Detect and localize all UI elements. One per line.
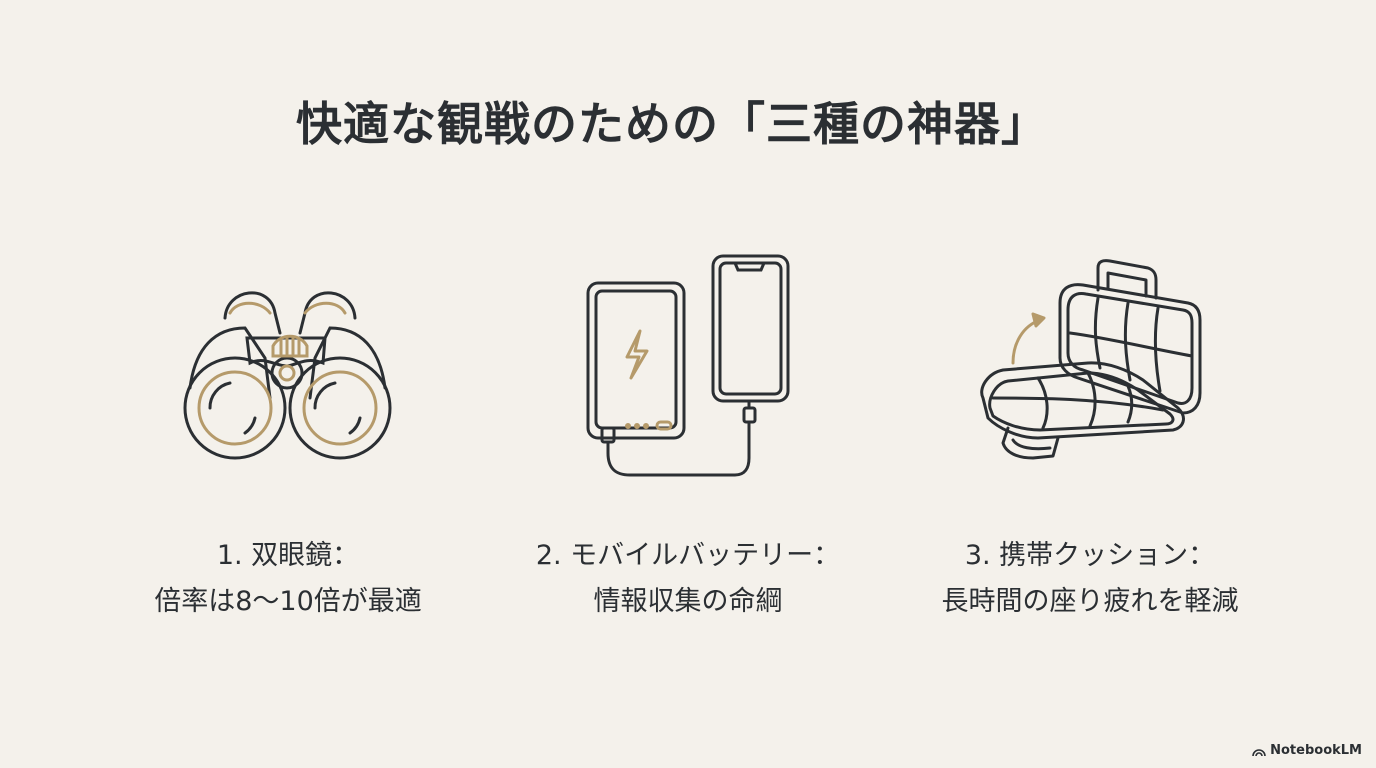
item-mobile-battery: 2. モバイルバッテリー： 情報収集の命綱 [488, 533, 888, 625]
item-description: 情報収集の命綱 [593, 586, 783, 617]
item-description: 長時間の座り疲れを軽減 [941, 586, 1239, 617]
item-heading: 2. モバイルバッテリー： [535, 540, 841, 571]
portable-cushion-icon [980, 259, 1202, 460]
item-heading: 3. 携帯クッション： [964, 540, 1216, 571]
brand-label: NotebookLM [1270, 743, 1362, 758]
item-heading: 1. 双眼鏡： [216, 540, 360, 571]
notebooklm-logo-icon [1252, 748, 1266, 756]
mobile-battery-icon [586, 254, 790, 477]
page-title: 快適な観戦のための「三種の神器」 [296, 97, 1048, 151]
item-cushion: 3. 携帯クッション： 長時間の座り疲れを軽減 [890, 533, 1290, 625]
item-description: 倍率は8〜10倍が最適 [154, 586, 422, 617]
binoculars-icon [183, 291, 392, 460]
notebooklm-brand: NotebookLM [1252, 743, 1362, 758]
item-binoculars: 1. 双眼鏡： 倍率は8〜10倍が最適 [88, 533, 488, 625]
